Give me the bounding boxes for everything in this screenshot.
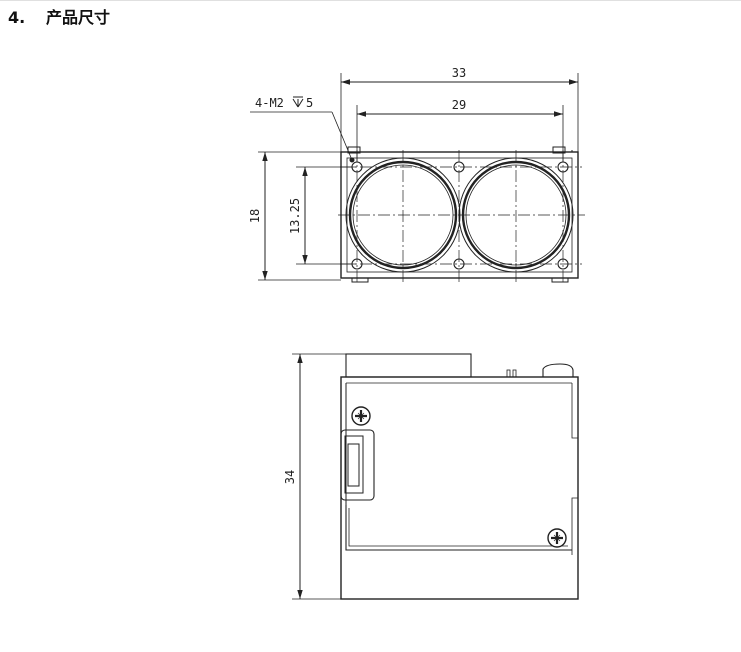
- side-connector-outer: [340, 429, 375, 501]
- hole-bottom-left: [351, 258, 363, 270]
- hole-callout-label: 4-M2: [255, 96, 284, 110]
- dim-label-18: 18: [248, 209, 262, 223]
- top-tab-left: [347, 146, 361, 154]
- hole-top-left: [351, 161, 363, 173]
- side-connector-slot: [347, 443, 360, 487]
- hole-top-center: [453, 161, 465, 173]
- foot-right: [551, 277, 569, 283]
- hole-top-right: [557, 161, 569, 173]
- top-view: [250, 73, 585, 285]
- depth-symbol-icon: [292, 96, 304, 108]
- dim-label-1325: 13.25: [288, 198, 302, 234]
- section-title: 产品尺寸: [46, 8, 111, 27]
- screw-bottom-right-icon: [547, 528, 567, 548]
- foot-left: [351, 277, 369, 283]
- top-tab-right: [552, 146, 566, 154]
- dim-label-34: 34: [283, 470, 297, 484]
- section-heading: 4. 产品尺寸: [8, 4, 110, 28]
- mounting-holes: [351, 161, 569, 270]
- screw-top-left-icon: [351, 406, 371, 426]
- callout-leader-dot: [349, 157, 355, 163]
- side-connector-frame: [344, 435, 364, 494]
- hole-depth-label: 5: [306, 96, 313, 110]
- section-number: 4.: [8, 8, 26, 27]
- dim-label-29: 29: [452, 98, 466, 112]
- top-rule: [0, 0, 741, 1]
- dim-label-33: 33: [452, 66, 466, 80]
- side-lens-housing: [345, 353, 472, 378]
- hole-bottom-right: [557, 258, 569, 270]
- side-view: [292, 353, 579, 600]
- side-view-body: [340, 376, 579, 600]
- hole-bottom-center: [453, 258, 465, 270]
- pcb-outline: [345, 505, 572, 551]
- side-top-bump: [542, 363, 574, 377]
